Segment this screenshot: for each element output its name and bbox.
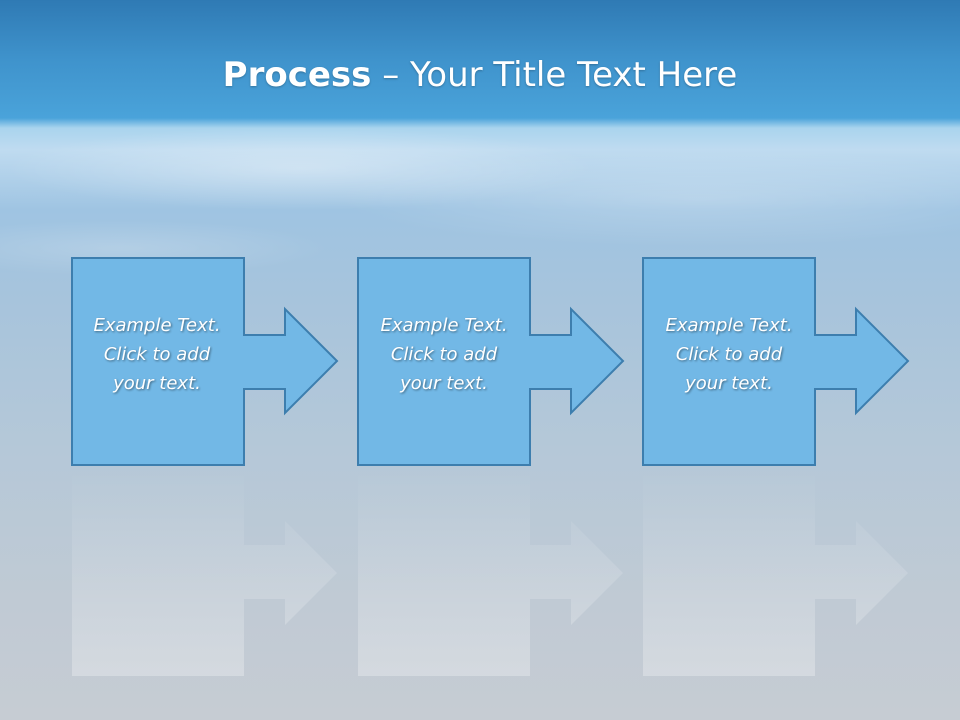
step-3-line-1: Example Text.: [665, 315, 793, 336]
step-1-text[interactable]: Example Text. Click to add your text.: [82, 311, 232, 398]
process-shapes: [71, 257, 910, 466]
title-dash: –: [382, 55, 400, 95]
step-3-arrow-box[interactable]: [642, 257, 910, 466]
step-2-line-3: your text.: [400, 373, 488, 394]
step-1-line-1: Example Text.: [93, 315, 221, 336]
step-3-text[interactable]: Example Text. Click to add your text.: [654, 311, 804, 398]
step-1-line-3: your text.: [113, 373, 201, 394]
step-1-reflection: [72, 469, 337, 676]
step-3-reflection: [643, 469, 908, 676]
shape-reflections: [72, 469, 908, 676]
step-3-line-2: Click to add: [675, 344, 783, 365]
slide-title[interactable]: Process – Your Title Text Here: [0, 52, 960, 98]
title-rest: Your Title Text Here: [410, 55, 738, 95]
step-3-line-3: your text.: [685, 373, 773, 394]
title-bold: Process: [222, 55, 372, 95]
step-2-reflection: [358, 469, 623, 676]
step-1-line-2: Click to add: [103, 344, 211, 365]
step-2-line-2: Click to add: [390, 344, 498, 365]
step-1-arrow-box[interactable]: [71, 257, 339, 466]
step-2-arrow-box[interactable]: [357, 257, 625, 466]
step-2-line-1: Example Text.: [380, 315, 508, 336]
step-2-text[interactable]: Example Text. Click to add your text.: [369, 311, 519, 398]
